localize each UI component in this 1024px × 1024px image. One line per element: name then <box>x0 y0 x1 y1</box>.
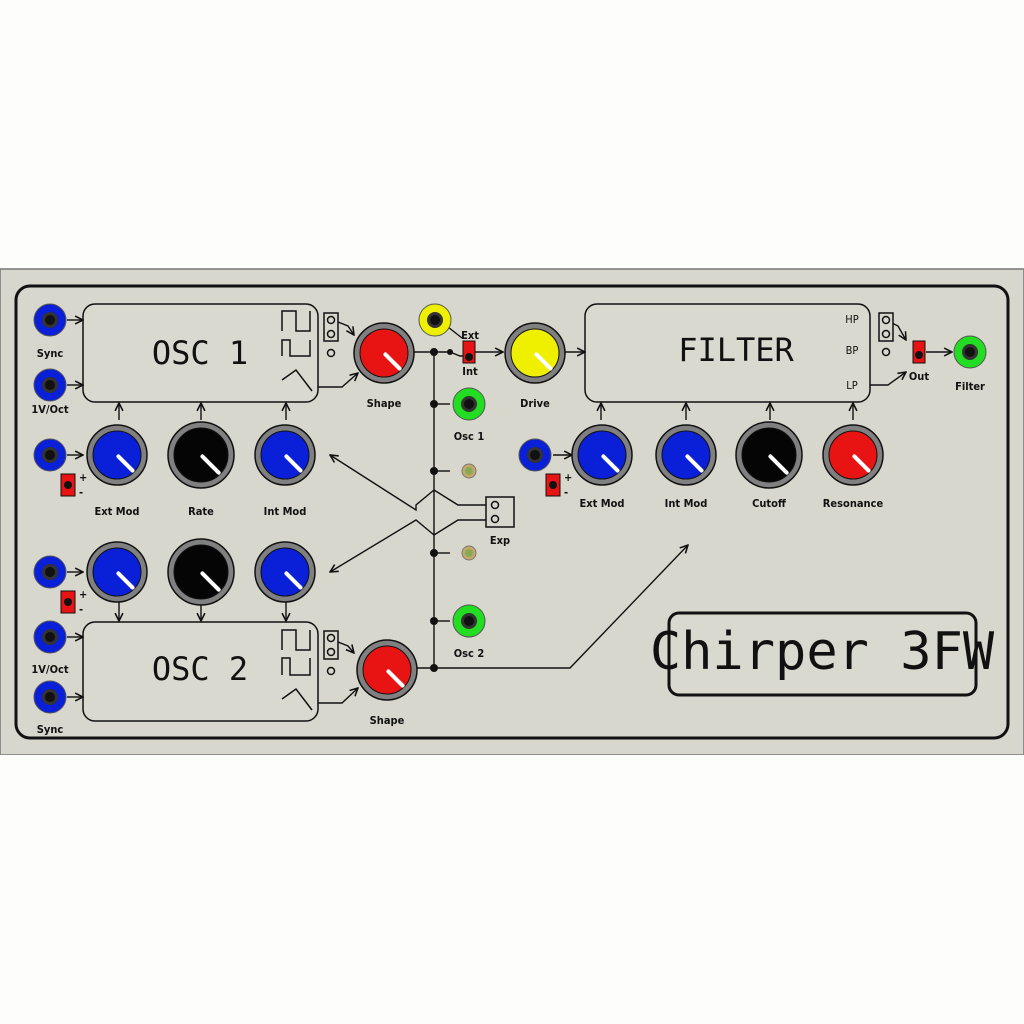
osc1-ext-mod-knob[interactable] <box>86 424 148 486</box>
synth-panel: OSC 1 OSC 2 FILTER Chirper 3FW <box>0 268 1024 755</box>
osc2-int-mod-knob[interactable] <box>254 541 316 603</box>
osc1-ext-mod-polarity-toggle[interactable]: + - <box>60 471 87 499</box>
filter-output-jack[interactable] <box>953 335 987 369</box>
plus-sign: + <box>79 471 87 484</box>
osc2-ext-mod-polarity-toggle[interactable]: + - <box>60 588 87 616</box>
osc2-shape-knob[interactable] <box>356 639 418 701</box>
osc2-rate-knob[interactable] <box>167 538 235 606</box>
osc1-voct-jack[interactable] <box>33 368 67 402</box>
osc1-sync-label: Sync <box>37 347 64 360</box>
triangle-wave-icon <box>281 687 313 711</box>
plus-sign: + <box>564 471 572 484</box>
filter-title: FILTER <box>678 331 794 369</box>
lp-label: LP <box>846 379 858 392</box>
square-wave-icon <box>281 629 311 651</box>
resonance-knob[interactable] <box>822 424 884 486</box>
bp-label: BP <box>846 344 859 357</box>
ext-label: Ext <box>461 329 479 342</box>
filter-ext-mod-polarity-toggle[interactable]: + - <box>545 471 572 499</box>
osc2-shape-label: Shape <box>370 714 405 727</box>
filter-output-label: Filter <box>955 380 985 393</box>
logo-box <box>667 611 978 697</box>
osc2-ext-mod-jack[interactable] <box>33 555 67 589</box>
cutoff-label: Cutoff <box>752 497 787 510</box>
osc1-output-jack[interactable] <box>452 387 486 421</box>
int-label: Int <box>462 365 478 378</box>
osc1-title: OSC 1 <box>152 334 248 372</box>
filter-mode-switch[interactable] <box>878 312 894 357</box>
osc1-out-label: Osc 1 <box>454 430 485 443</box>
osc2-ext-mod-knob[interactable] <box>86 541 148 603</box>
osc2-sync-label: Sync <box>37 723 64 736</box>
osc2-wave-switch[interactable] <box>323 630 339 676</box>
resonance-label: Resonance <box>823 497 884 510</box>
osc1-wave-switch[interactable] <box>323 312 339 358</box>
osc2-sync-jack[interactable] <box>33 680 67 714</box>
minus-sign: - <box>79 603 83 616</box>
square-wave-icon <box>281 310 311 332</box>
bus-junctions <box>430 348 453 672</box>
exp-label: Exp <box>490 534 510 547</box>
ext-input-jack[interactable] <box>418 303 452 337</box>
osc1-ext-mod-label: Ext Mod <box>94 505 139 518</box>
rate-knob[interactable] <box>167 421 235 489</box>
osc1-shape-label: Shape <box>367 397 402 410</box>
logo-text: Chirper 3FW <box>650 622 995 682</box>
osc2-title: OSC 2 <box>152 650 248 688</box>
filter-int-mod-knob[interactable] <box>655 424 717 486</box>
osc1-ext-mod-jack[interactable] <box>33 438 67 472</box>
hp-label: HP <box>845 313 858 326</box>
filter-ext-mod-jack[interactable] <box>518 438 552 472</box>
osc1-shape-knob[interactable] <box>353 322 415 384</box>
panel-border <box>14 284 1010 740</box>
filter-out-label: Out <box>909 370 929 383</box>
exp-led-2 <box>461 545 477 561</box>
osc1-box <box>82 303 319 403</box>
osc1-int-mod-label: Int Mod <box>264 505 307 518</box>
triangle-wave-icon <box>281 368 313 392</box>
osc2-box <box>82 621 319 722</box>
osc2-voct-label: 1V/Oct <box>31 663 68 676</box>
minus-sign: - <box>564 486 568 499</box>
osc2-output-jack[interactable] <box>452 604 486 638</box>
exp-led-1 <box>461 463 477 479</box>
rate-label: Rate <box>188 505 214 518</box>
osc1-int-mod-knob[interactable] <box>254 424 316 486</box>
plus-sign: + <box>79 588 87 601</box>
filter-ext-mod-label: Ext Mod <box>579 497 624 510</box>
osc2-out-label: Osc 2 <box>454 647 485 660</box>
osc1-voct-label: 1V/Oct <box>31 403 68 416</box>
filter-ext-mod-knob[interactable] <box>571 424 633 486</box>
ext-int-toggle[interactable] <box>462 340 476 364</box>
drive-knob[interactable] <box>504 322 566 384</box>
pulse-wave-icon <box>281 657 311 676</box>
drive-label: Drive <box>520 397 550 410</box>
minus-sign: - <box>79 486 83 499</box>
osc1-sync-jack[interactable] <box>33 303 67 337</box>
filter-int-mod-label: Int Mod <box>665 497 708 510</box>
pulse-wave-icon <box>281 339 311 357</box>
cutoff-knob[interactable] <box>735 421 803 489</box>
osc2-voct-jack[interactable] <box>33 620 67 654</box>
filter-out-toggle[interactable] <box>912 340 926 364</box>
exp-switch[interactable] <box>485 496 515 528</box>
